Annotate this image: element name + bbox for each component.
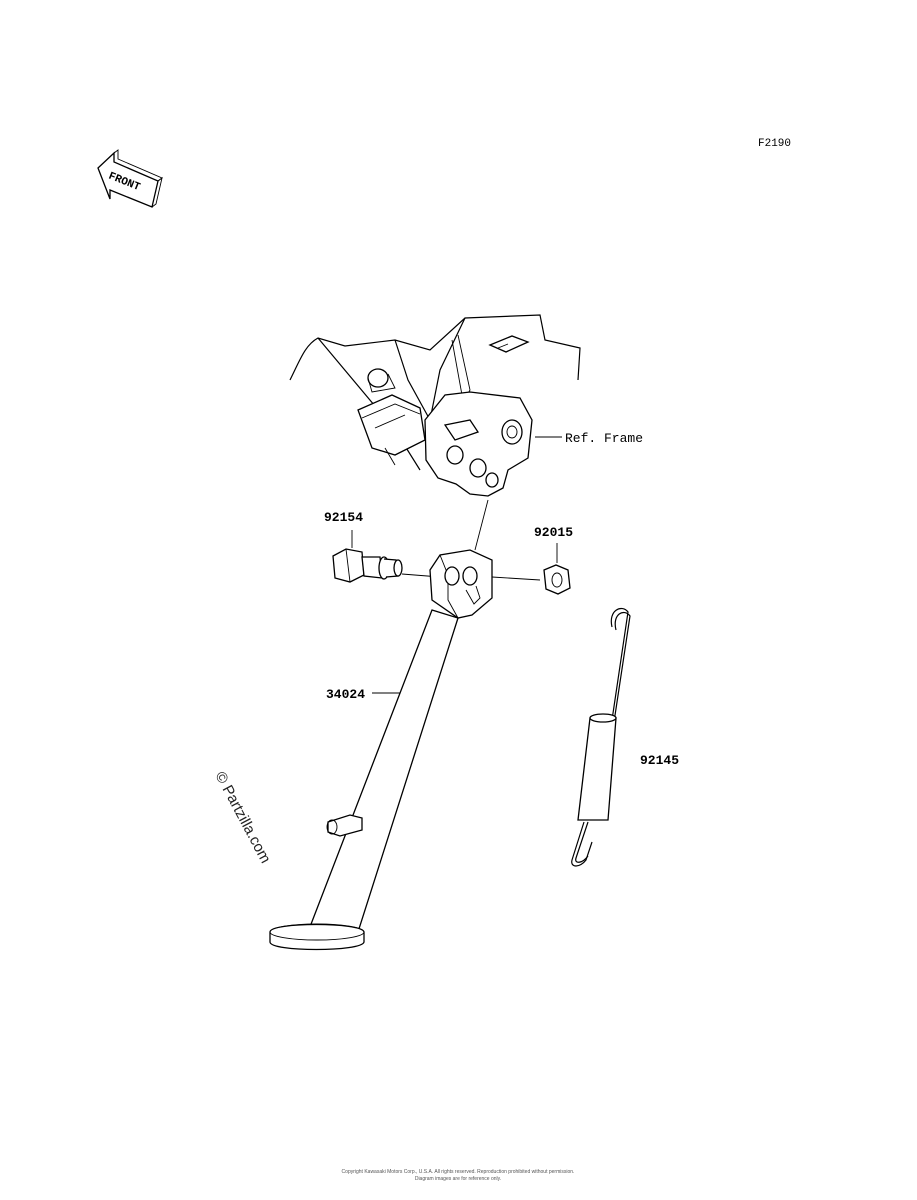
stand-pivot — [429, 549, 493, 619]
nut-92015 — [543, 564, 571, 595]
footer-line-2: Diagram images are for reference only. — [415, 1176, 501, 1182]
bolt-92154 — [332, 548, 403, 583]
callout-92145: 92145 — [640, 753, 679, 768]
figure-code: F2190 — [758, 138, 791, 150]
frame-assembly — [289, 314, 581, 497]
footer-line-1: Copyright Kawasaki Motors Corp., U.S.A. … — [342, 1169, 575, 1175]
callout-92154: 92154 — [324, 510, 363, 525]
ref-frame-label: Ref. Frame — [565, 431, 643, 446]
spring-92145 — [571, 607, 631, 867]
callout-92015: 92015 — [534, 525, 573, 540]
front-arrow-icon: FRONT — [97, 149, 163, 208]
callout-34024: 34024 — [326, 687, 365, 702]
stand-34024 — [269, 609, 459, 951]
watermark-text: © Partzilla.com — [211, 769, 273, 866]
